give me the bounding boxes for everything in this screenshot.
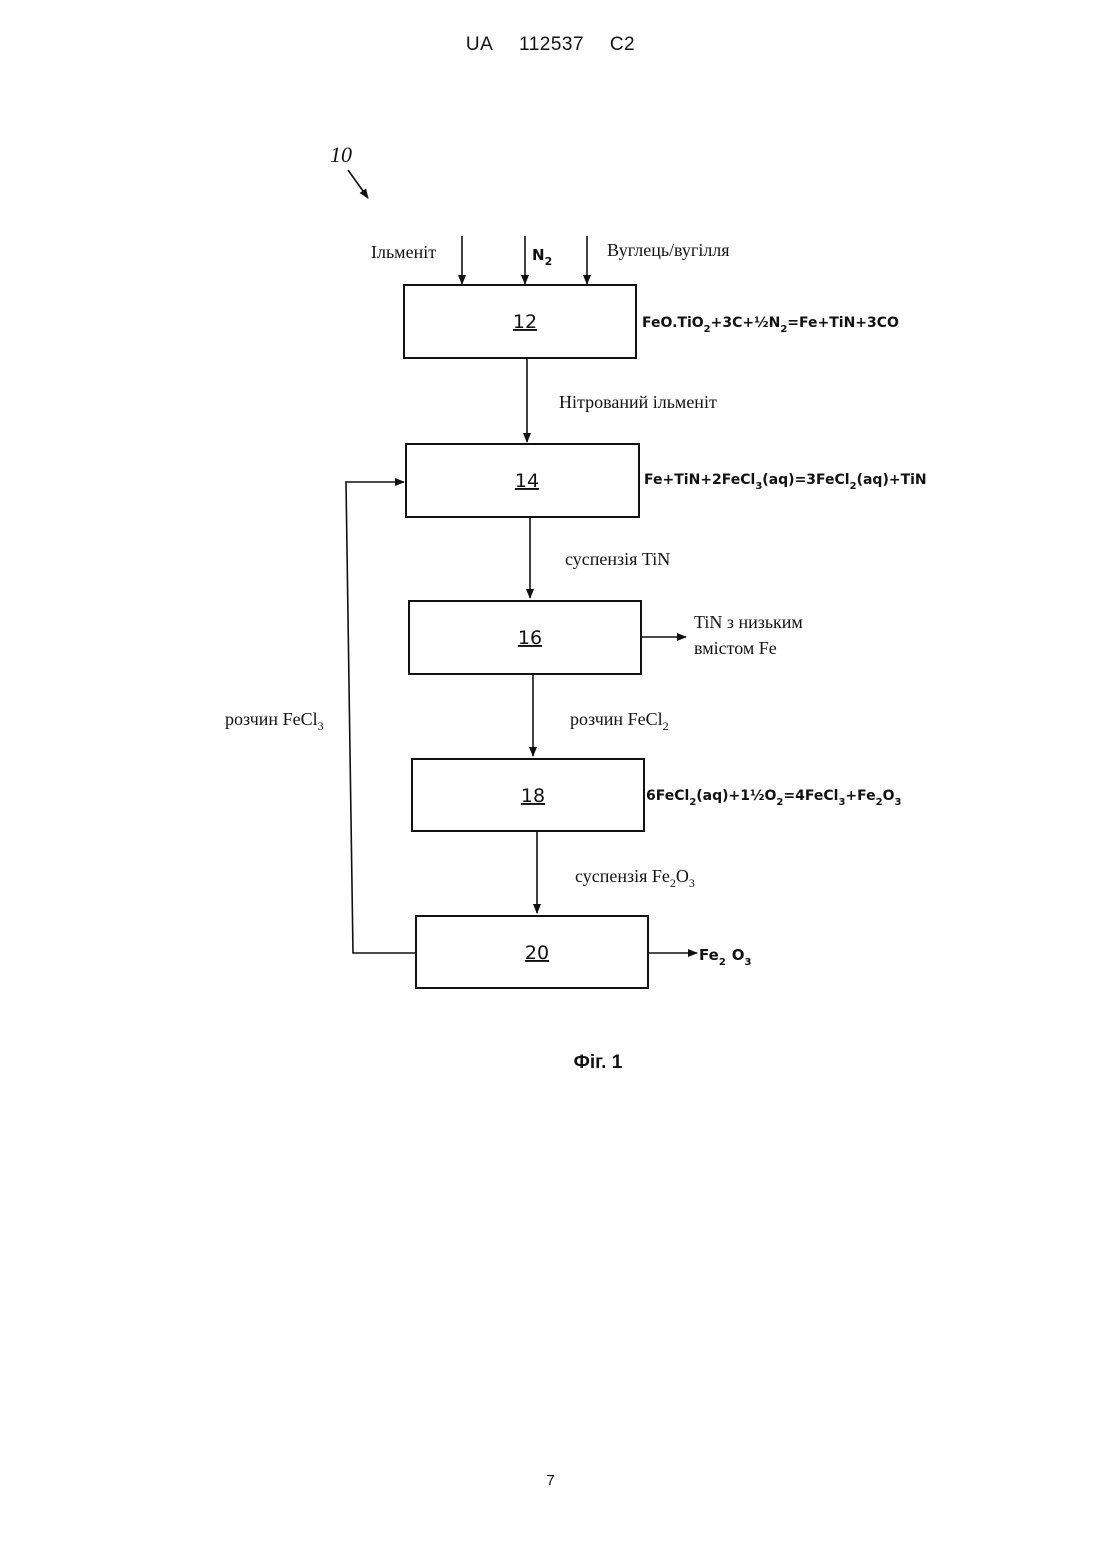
- input-label-carbon: Вуглець/вугілля: [607, 240, 730, 260]
- reference-arrow: [348, 170, 368, 198]
- reaction-14: Fe+TiN+2FeCl3(aq)=3FeCl2(aq)+TiN: [644, 472, 927, 492]
- recycle-loop-line: [346, 482, 415, 953]
- output-label-tin-line1: TiN з низьким: [694, 612, 803, 632]
- reference-numeral: 10: [330, 142, 352, 167]
- input-label-ilmenite: Ільменіт: [371, 242, 436, 262]
- block-16-label: 16: [518, 627, 542, 649]
- flow-label-fe2o3: суспензія Fe2O3: [575, 866, 695, 890]
- reaction-18: 6FeCl2(aq)+1½O2=4FeCl3+Fe2O3: [646, 788, 902, 808]
- flow-label-nitrided: Нітрований ільменіт: [559, 392, 717, 412]
- reaction-12: FeO.TiO2+3C+½N2=Fe+TiN+3CO: [642, 315, 899, 335]
- flow-label-fecl2: розчин FeCl2: [570, 709, 669, 733]
- output-label-fe2o3: Fe2O3: [699, 946, 752, 968]
- output-label-tin-line2: вмістом Fe: [694, 638, 777, 658]
- recycle-label-fecl3: розчин FeCl3: [225, 709, 324, 733]
- flow-label-tin-slurry: суспензія TiN: [565, 549, 670, 569]
- input-label-n2: N2: [532, 246, 552, 268]
- block-18-label: 18: [521, 785, 545, 807]
- figure-caption: Фіг. 1: [574, 1052, 623, 1073]
- page-number: 7: [0, 1472, 1101, 1489]
- block-12-label: 12: [513, 311, 537, 333]
- block-20-label: 20: [525, 942, 549, 964]
- block-14-label: 14: [515, 470, 539, 492]
